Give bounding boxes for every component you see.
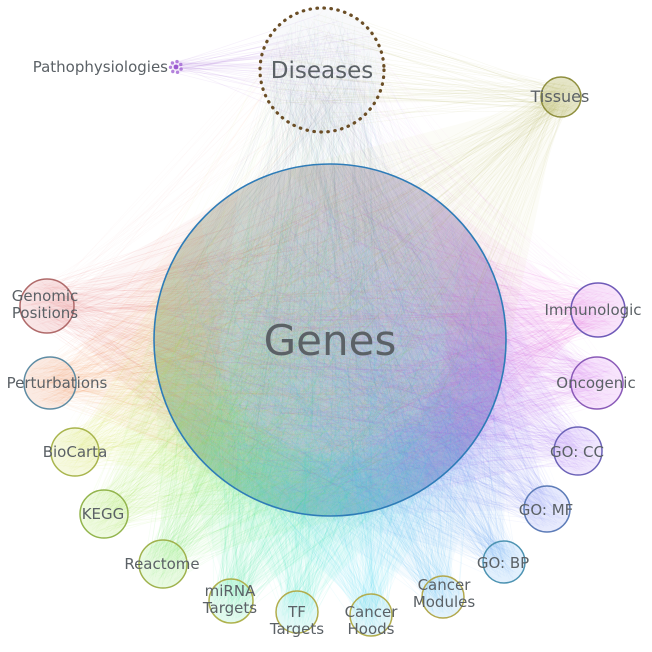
- edge-fan-cancer_hoods-to-genes: [160, 183, 497, 633]
- edge-fan-go_cc-to-genes: [162, 171, 599, 498]
- node-mirna_targets[interactable]: [208, 578, 254, 624]
- node-go_cc[interactable]: [553, 426, 603, 476]
- label-go_bp: GO: BP: [477, 554, 529, 572]
- label-immunologic: Immunologic: [544, 301, 641, 319]
- edge-wedges: [47, 97, 598, 615]
- node-tissues[interactable]: [540, 76, 582, 118]
- node-tf_targets[interactable]: [275, 590, 319, 634]
- edge-fan-oncogenic-to-genes: [168, 173, 620, 509]
- label-go_cc: GO: CC: [550, 443, 604, 461]
- node-kegg[interactable]: [79, 489, 129, 539]
- edge-fan-immunologic-to-genes: [161, 185, 622, 507]
- node-go_mf[interactable]: [523, 485, 571, 533]
- edge-fan-diseases-to-genes: [162, 15, 497, 506]
- edge-fan-kegg-to-genes: [84, 185, 493, 536]
- node-go_bp[interactable]: [482, 540, 526, 584]
- node-perturbations[interactable]: [23, 356, 77, 410]
- edge-fan-mirna_targets-to-genes: [164, 181, 495, 620]
- node-immunologic[interactable]: [570, 282, 626, 338]
- label-oncogenic: Oncogenic: [556, 374, 635, 392]
- node-diseases[interactable]: [258, 6, 386, 134]
- node-cancer_modules[interactable]: [421, 575, 465, 619]
- edge-fan-go_bp-to-genes: [171, 171, 522, 580]
- nodes: [19, 6, 626, 637]
- edge-fan-reactome-to-genes: [141, 176, 496, 586]
- edge-fan-tf_targets-to-genes: [175, 181, 495, 630]
- label-genes: Genes: [264, 316, 397, 365]
- label-perturbations: Perturbations: [7, 374, 108, 392]
- label-pathophysiologies: Pathophysiologies: [33, 58, 168, 76]
- node-oncogenic[interactable]: [570, 356, 624, 410]
- edge-fan-perturbations-to-genes: [27, 175, 493, 498]
- edge-fan-cancer_modules-to-genes: [171, 174, 490, 615]
- label-biocarta: BioCarta: [43, 443, 108, 461]
- node-pathophysiologies[interactable]: [168, 59, 183, 75]
- label-go_mf: GO: MF: [519, 501, 574, 519]
- edge-fan-genomic_positions-to-genes: [23, 171, 499, 508]
- edge-fan-biocarta-to-genes: [53, 173, 496, 491]
- hub-tints: [154, 164, 506, 516]
- label-diseases: Diseases: [271, 58, 373, 84]
- edge-fan-go_mf-to-genes: [168, 174, 567, 529]
- node-biocarta[interactable]: [50, 427, 100, 477]
- node-genomic_positions[interactable]: [19, 278, 75, 334]
- edge-fan-pathophysiologies-to-diseases: [169, 14, 380, 116]
- node-cancer_hoods[interactable]: [349, 593, 393, 637]
- label-kegg: KEGG: [82, 505, 125, 523]
- label-tissues: Tissues: [530, 87, 590, 106]
- node-reactome[interactable]: [138, 539, 188, 589]
- edge-fan-tissues-to-genes: [160, 80, 579, 497]
- edge-fan-tissues-to-diseases: [267, 13, 578, 130]
- label-reactome: Reactome: [124, 555, 199, 573]
- edge-lines: [23, 13, 622, 633]
- node-genes[interactable]: [153, 163, 507, 517]
